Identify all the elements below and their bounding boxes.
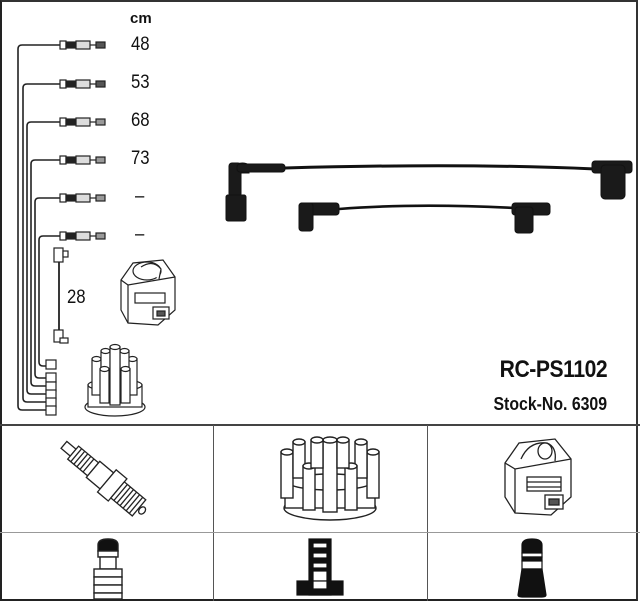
coil-lead	[53, 247, 69, 344]
distributor-cap-table-icon	[280, 436, 380, 521]
spark-plug-icon	[60, 440, 147, 517]
table-column-divider-1	[213, 425, 214, 601]
ignition-coil-icon	[120, 259, 176, 326]
distributor-cap-icon	[84, 343, 146, 417]
coil-terminal-icon	[517, 538, 547, 598]
section-divider	[0, 424, 640, 426]
coil-cable-length: 28	[67, 287, 86, 308]
cable-length-3: 68	[131, 110, 150, 131]
cable-end-connectors	[45, 40, 106, 416]
cable-length-5: –	[135, 186, 145, 207]
ignition-cables-photo	[225, 160, 633, 234]
table-column-divider-2	[427, 425, 428, 601]
ignition-coil-table-icon	[504, 438, 572, 516]
cable-length-1: 48	[131, 34, 150, 55]
distributor-terminal-icon	[296, 538, 344, 596]
part-number: RC-PS1102	[499, 356, 607, 383]
cable-bundle-schematic	[17, 40, 106, 416]
stock-number: Stock-No. 6309	[493, 394, 607, 414]
spark-plug-terminal-icon	[93, 538, 123, 600]
unit-label: cm	[130, 10, 152, 27]
cable-length-4: 73	[131, 148, 150, 169]
cable-length-6: –	[135, 224, 145, 245]
table-row-divider	[0, 532, 640, 533]
cable-length-2: 53	[131, 72, 150, 93]
